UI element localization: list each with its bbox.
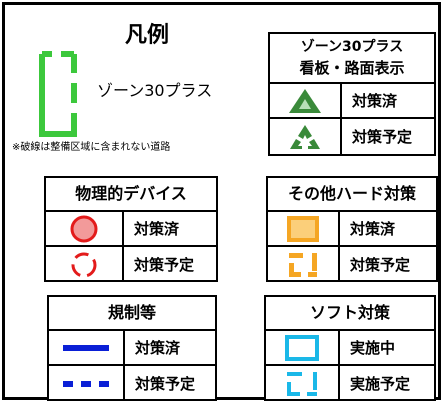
soft-measures-header: ソフト対策 bbox=[266, 297, 434, 331]
signboard-row-done-label: 対策済 bbox=[352, 92, 398, 110]
dashed-blue-line-icon bbox=[49, 366, 125, 401]
soft-row-planned: 実施予定 bbox=[266, 366, 434, 401]
solid-orange-square-icon bbox=[268, 212, 340, 245]
hard-row-planned-label: 対策予定 bbox=[350, 256, 411, 274]
signboard-row-planned-label: 対策予定 bbox=[352, 128, 413, 146]
signboard-legend-box: ゾーン30プラス 看板・路面表示 対策済 bbox=[268, 32, 436, 156]
regulation-header: 規制等 bbox=[49, 297, 215, 331]
hard-row-done-label: 対策済 bbox=[350, 220, 396, 238]
other-hard-header: その他ハード対策 bbox=[268, 178, 436, 212]
dashed-cyan-square-icon bbox=[266, 366, 340, 401]
regulation-row-done-label: 対策済 bbox=[135, 339, 181, 357]
signboard-header: ゾーン30プラス 看板・路面表示 bbox=[270, 34, 434, 84]
zone30-outline-icon bbox=[39, 51, 77, 137]
zone30-label: ゾーン30プラス bbox=[97, 81, 213, 100]
hard-row-planned: 対策予定 bbox=[268, 247, 436, 282]
physical-row-planned-label: 対策予定 bbox=[134, 256, 195, 274]
regulation-row-planned-label: 対策予定 bbox=[135, 375, 196, 393]
hard-row-done: 対策済 bbox=[268, 212, 436, 247]
physical-device-legend-box: 物理的デバイス 対策済 対策予定 bbox=[44, 176, 218, 282]
soft-row-planned-label: 実施予定 bbox=[350, 375, 411, 393]
physical-row-planned: 対策予定 bbox=[46, 247, 216, 282]
signboard-row-planned: 対策予定 bbox=[270, 119, 434, 154]
dashed-circle-icon bbox=[46, 247, 124, 282]
physical-row-done: 対策済 bbox=[46, 212, 216, 247]
dashed-triangle-icon bbox=[270, 119, 342, 154]
legend-title: 凡例 bbox=[125, 23, 170, 48]
regulation-row-done: 対策済 bbox=[49, 331, 215, 366]
zone30-note: ※破線は整備区域に含まれない道路 bbox=[12, 142, 171, 153]
soft-row-active-label: 実施中 bbox=[350, 339, 396, 357]
signboard-row-done: 対策済 bbox=[270, 84, 434, 119]
signboard-header-line1: ゾーン30プラス bbox=[300, 39, 404, 55]
dashed-orange-square-icon bbox=[268, 247, 340, 282]
regulation-row-planned: 対策予定 bbox=[49, 366, 215, 401]
physical-device-header: 物理的デバイス bbox=[46, 178, 216, 212]
physical-row-done-label: 対策済 bbox=[134, 220, 180, 238]
soft-measures-legend-box: ソフト対策 実施中 実施予定 bbox=[264, 295, 436, 401]
legend-panel: 凡例 ゾーン30プラス ※破線は整備区域に含まれない道路 ゾーン30プラス 看板… bbox=[2, 2, 441, 401]
other-hard-legend-box: その他ハード対策 対策済 bbox=[266, 176, 438, 282]
soft-row-active: 実施中 bbox=[266, 331, 434, 366]
solid-blue-line-icon bbox=[49, 331, 125, 364]
signboard-header-line2: 看板・路面表示 bbox=[299, 59, 405, 77]
solid-cyan-square-icon bbox=[266, 331, 340, 364]
regulation-legend-box: 規制等 対策済 対策予定 bbox=[47, 295, 217, 401]
solid-circle-icon bbox=[46, 212, 124, 245]
solid-triangle-icon bbox=[270, 84, 342, 117]
